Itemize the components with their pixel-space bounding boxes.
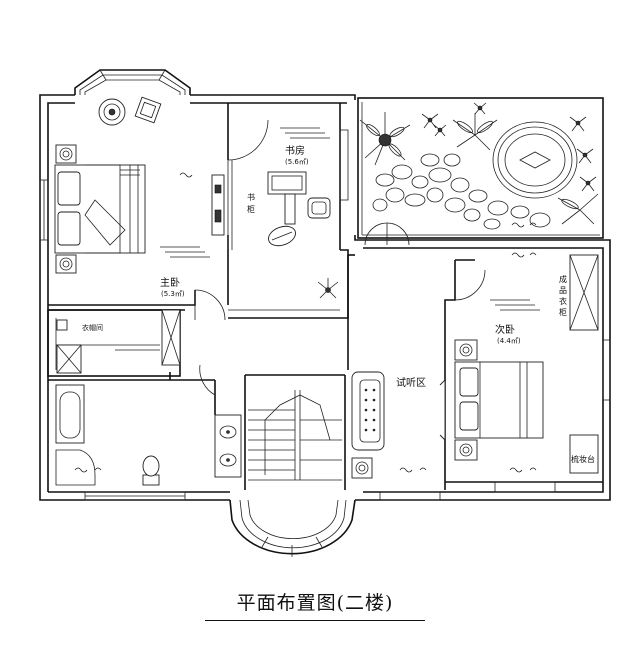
master-bedroom: 主卧 (5.3㎡)	[39, 96, 229, 321]
double-vanity	[214, 414, 242, 478]
garden-balcony	[357, 97, 604, 239]
garden-pond	[492, 121, 578, 199]
plan-title: 平面布置图(二楼)	[236, 592, 394, 614]
master-bathroom	[48, 364, 216, 501]
closet: 衣帽间	[47, 309, 181, 377]
garden-plants	[359, 102, 599, 225]
second-bedroom: 成品衣柜 梳妆台 次卧 (4.4㎡)	[444, 254, 611, 493]
second-bed	[454, 361, 544, 439]
master-bed	[54, 164, 146, 254]
study-room: 书房 (5.6㎡) 书柜	[211, 103, 349, 319]
bottom-bay-window	[229, 499, 356, 557]
label-bookshelf: 书柜	[247, 192, 255, 214]
room-label-master: 主卧	[160, 276, 180, 289]
audio-area: 试听区	[347, 254, 446, 501]
bay-window	[74, 69, 191, 95]
label-wardrobe: 成品衣柜	[559, 274, 567, 317]
title-underline	[205, 620, 425, 621]
room-label-audio: 试听区	[396, 376, 426, 389]
room-dim-second: (4.4㎡)	[497, 337, 521, 345]
room-label-study: 书房	[285, 144, 305, 157]
garden-doors	[364, 222, 410, 246]
outer-walls	[39, 94, 611, 501]
room-dim-master: (5.3㎡)	[161, 290, 185, 298]
annotation-marks	[74, 172, 537, 473]
room-dim-study: (5.6㎡)	[285, 158, 309, 166]
staircase	[244, 374, 346, 490]
room-label-second: 次卧	[495, 323, 515, 336]
room-label-closet: 衣帽间	[82, 323, 103, 332]
master-nightstands	[55, 144, 77, 274]
label-vanity: 梳妆台	[571, 454, 595, 464]
